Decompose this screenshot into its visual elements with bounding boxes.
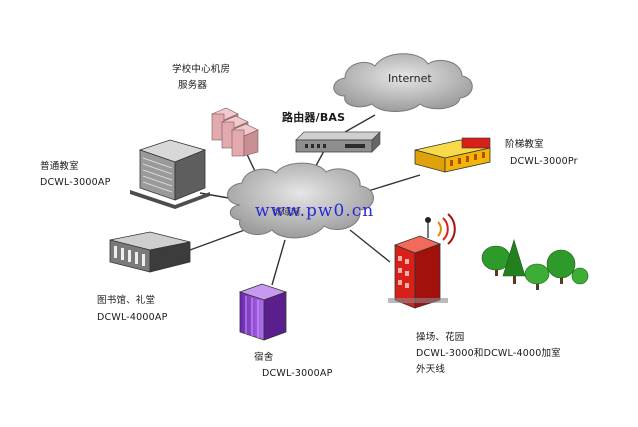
dorm-model: DCWL-3000AP — [262, 368, 333, 379]
line-router-internet — [344, 114, 376, 133]
lecture-hall-name: 阶梯教室 — [505, 139, 544, 150]
dorm-building-icon — [238, 283, 288, 341]
router-label: 路由器/BAS — [282, 111, 346, 124]
server-label-line1: 学校中心机房 — [172, 64, 231, 75]
internet-cloud — [333, 53, 473, 112]
lecture-hall-icon — [414, 137, 491, 173]
outdoor-tower-icon — [388, 235, 448, 309]
server-icon — [211, 107, 259, 157]
outdoor-name: 操场、花园 — [416, 332, 465, 343]
server-label-line2: 服务器 — [178, 80, 208, 91]
antenna-icon — [425, 213, 456, 245]
core-network-label: 城域网 — [273, 208, 301, 218]
outdoor-model-line1: DCWL-3000和DCWL-4000加室 — [416, 348, 561, 359]
line-to-library — [189, 227, 251, 251]
trees-icon — [481, 238, 589, 290]
watermark: www.pw0.cn — [255, 201, 375, 221]
classroom-building-icon — [130, 139, 210, 209]
classroom-name: 普通教室 — [40, 161, 79, 172]
core-cloud — [227, 162, 374, 239]
lecture-hall-model: DCWL-3000Pr — [510, 156, 578, 167]
internet-label: Internet — [388, 72, 432, 85]
library-model: DCWL-4000AP — [97, 312, 168, 323]
dorm-name: 宿舍 — [254, 352, 274, 363]
outdoor-model-line2: 外天线 — [416, 364, 446, 375]
library-name: 图书馆、礼堂 — [97, 295, 156, 306]
router-icon — [295, 131, 381, 153]
line-to-dorm — [271, 239, 286, 286]
library-building-icon — [109, 231, 191, 273]
classroom-model: DCWL-3000AP — [40, 177, 111, 188]
line-to-outdoor — [349, 229, 391, 263]
